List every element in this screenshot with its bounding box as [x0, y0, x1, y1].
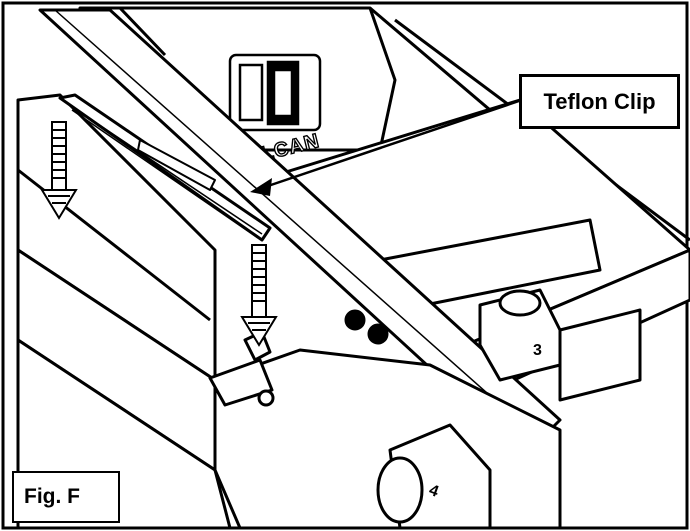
- part-4-knob: [376, 423, 492, 530]
- part-number-3: 3: [533, 342, 542, 359]
- teflon-clip-callout: Teflon Clip: [519, 74, 680, 129]
- callout-leader: [250, 99, 520, 196]
- teflon-clip-strip: [58, 93, 272, 242]
- rocker-switch: [228, 53, 322, 132]
- part-3-block: [478, 288, 642, 402]
- figure-label: Fig. F: [12, 471, 120, 523]
- down-arrow-left: [40, 121, 78, 220]
- down-arrow-right: [240, 244, 278, 347]
